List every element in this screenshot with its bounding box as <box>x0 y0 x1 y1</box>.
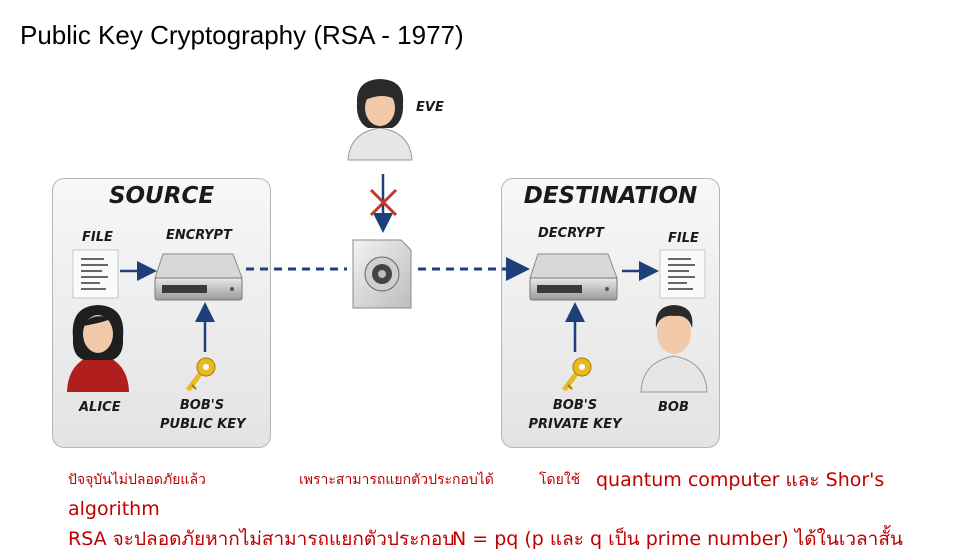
destination-file-icon <box>660 250 705 298</box>
private-key-icon <box>564 358 591 390</box>
encrypted-document-safe-icon <box>353 240 411 308</box>
decrypt-label: DECRYPT <box>538 224 604 243</box>
public-key-label-line1: BOB'S <box>160 396 244 415</box>
encrypt-server-icon <box>155 254 242 300</box>
source-file-label: FILE <box>82 228 113 247</box>
note-line1-part4: quantum computer และ Shor's <box>596 465 884 495</box>
decrypt-server-icon <box>530 254 617 300</box>
bob-person-icon <box>641 305 707 392</box>
diagram-graphics <box>0 0 960 540</box>
destination-file-label: FILE <box>668 229 699 248</box>
note-line1-part2: เพราะสามารถแยกตัวประกอบได้ <box>299 469 494 491</box>
private-key-label-line2: PRIVATE KEY <box>525 415 625 434</box>
alice-person-icon <box>67 305 129 392</box>
note-line1-part1: ปัจจุบันไม่ปลอดภัยแล้ว <box>68 469 206 491</box>
public-key-label-line2: PUBLIC KEY <box>160 415 244 434</box>
eve-person-icon <box>348 79 412 160</box>
alice-label: ALICE <box>79 398 121 417</box>
note-line2: algorithm <box>68 498 160 520</box>
note-line3-part1: RSA จะปลอดภัยหากไม่สามารถแยกตัวประกอบ <box>68 524 454 554</box>
note-line1-part3: โดยใช้ <box>539 469 580 491</box>
bob-label: BOB <box>658 398 689 417</box>
eve-label: EVE <box>416 98 444 117</box>
source-file-icon <box>73 250 118 298</box>
private-key-label-line1: BOB'S <box>525 396 625 415</box>
note-line3-part2: N = pq (p และ q เป็น prime number) ได้ใน… <box>452 524 903 554</box>
encrypt-label: ENCRYPT <box>166 226 232 245</box>
public-key-icon <box>188 358 215 390</box>
